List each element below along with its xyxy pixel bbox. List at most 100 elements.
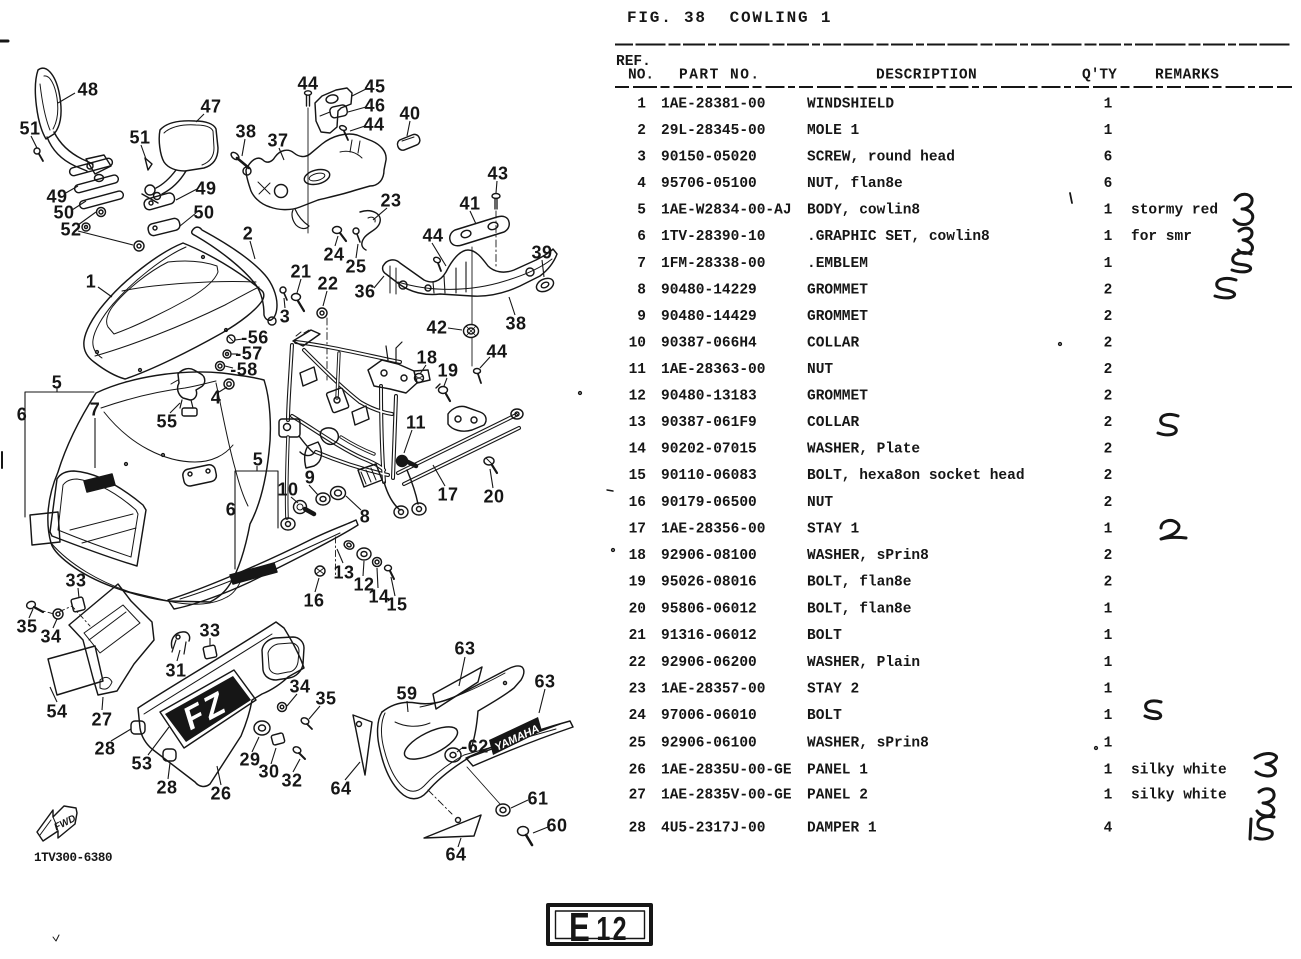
svg-text:20: 20 [629,601,646,617]
svg-text:13: 13 [629,415,646,431]
svg-text:12: 12 [353,575,374,595]
svg-text:50: 50 [53,203,74,223]
svg-text:55: 55 [156,412,177,432]
svg-text:14: 14 [368,587,389,607]
svg-text:1AE-2835U-00-GE: 1AE-2835U-00-GE [661,762,792,778]
svg-text:WASHER, sPrin8: WASHER, sPrin8 [807,736,929,752]
svg-text:PART NO.: PART NO. [679,68,761,84]
svg-text:2: 2 [1104,336,1113,352]
svg-text:silky white: silky white [1131,788,1227,804]
svg-text:2: 2 [1104,309,1113,325]
svg-text:1: 1 [1104,682,1113,698]
svg-text:BOLT: BOLT [807,708,842,724]
svg-text:NUT: NUT [807,362,833,378]
svg-text:PANEL 1: PANEL 1 [807,762,868,778]
svg-text:8: 8 [360,507,371,527]
svg-text:23: 23 [380,191,401,211]
svg-text:9: 9 [637,309,646,325]
svg-text:DESCRIPTION: DESCRIPTION [876,68,977,84]
svg-text:24: 24 [629,708,647,724]
svg-text:44: 44 [363,115,384,135]
svg-text:27: 27 [91,710,112,730]
svg-text:stormy red: stormy red [1131,203,1218,219]
svg-text:25: 25 [629,736,646,752]
svg-text:2: 2 [1104,415,1113,431]
svg-text:35: 35 [315,689,336,709]
svg-text:1AE-W2834-00-AJ: 1AE-W2834-00-AJ [661,203,792,219]
svg-text:4U5-2317J-00: 4U5-2317J-00 [661,821,765,837]
svg-text:DAMPER 1: DAMPER 1 [807,821,877,837]
svg-text:64: 64 [445,845,466,865]
svg-text:-56: -56 [241,328,269,348]
svg-text:Q'TY: Q'TY [1082,68,1117,84]
svg-text:61: 61 [527,789,548,809]
svg-text:92906-06100: 92906-06100 [661,736,757,752]
svg-text:21: 21 [290,262,311,282]
svg-text:19: 19 [629,575,646,591]
svg-text:COLLAR: COLLAR [807,336,860,352]
svg-text:PANEL 2: PANEL 2 [807,788,868,804]
svg-text:2: 2 [1104,548,1113,564]
svg-text:-57: -57 [235,344,263,364]
svg-text:27: 27 [629,788,646,804]
svg-text:10: 10 [277,480,298,500]
svg-text:REF.: REF. [616,54,651,70]
svg-text:.EMBLEM: .EMBLEM [807,256,868,272]
svg-text:.GRAPHIC SET, cowlin8: .GRAPHIC SET, cowlin8 [807,229,990,245]
svg-text:19: 19 [437,361,458,381]
svg-text:90110-06083: 90110-06083 [661,468,757,484]
svg-text:38: 38 [505,314,526,334]
svg-text:14: 14 [629,442,647,458]
svg-text:1: 1 [1104,521,1113,537]
svg-text:34: 34 [289,677,310,697]
svg-text:22: 22 [629,655,646,671]
svg-text:23: 23 [629,682,646,698]
svg-text:3: 3 [280,307,291,327]
svg-text:1: 1 [637,97,646,113]
svg-text:60: 60 [546,816,567,836]
svg-text:47: 47 [200,97,221,117]
svg-text:31: 31 [165,661,186,681]
svg-text:15: 15 [386,595,407,615]
svg-text:26: 26 [210,784,231,804]
svg-text:1: 1 [1104,123,1113,139]
svg-text:11: 11 [629,362,647,378]
svg-text:37: 37 [267,131,288,151]
svg-text:7: 7 [637,256,646,272]
svg-text:53: 53 [131,754,152,774]
svg-text:BOLT, flan8e: BOLT, flan8e [807,575,911,591]
svg-text:2: 2 [1104,282,1113,298]
svg-text:-58: -58 [230,360,258,380]
svg-text:49: 49 [195,179,216,199]
svg-text:44: 44 [297,74,318,94]
svg-text:91316-06012: 91316-06012 [661,628,757,644]
svg-text:35: 35 [16,617,37,637]
svg-text:33: 33 [65,571,86,591]
svg-text:29: 29 [239,750,260,770]
svg-text:1FM-28338-00: 1FM-28338-00 [661,256,765,272]
svg-text:2: 2 [1104,495,1113,511]
svg-text:90202-07015: 90202-07015 [661,442,757,458]
svg-text:SCREW, round head: SCREW, round head [807,150,955,166]
svg-text:36: 36 [354,282,375,302]
svg-text:WINDSHIELD: WINDSHIELD [807,97,894,113]
svg-text:92906-06200: 92906-06200 [661,655,757,671]
svg-text:BOLT: BOLT [807,628,842,644]
svg-text:1TV300-6380: 1TV300-6380 [34,851,112,865]
svg-text:2: 2 [243,224,254,244]
svg-text:silky white: silky white [1131,762,1227,778]
svg-text:5: 5 [637,203,646,219]
svg-text:NO.: NO. [628,68,654,84]
svg-text:9: 9 [305,468,316,488]
svg-text:28: 28 [629,821,646,837]
svg-text:90150-05020: 90150-05020 [661,150,757,166]
svg-text:6: 6 [1104,150,1113,166]
svg-text:48: 48 [77,80,98,100]
svg-text:1: 1 [1104,256,1113,272]
svg-text:59: 59 [396,684,417,704]
svg-text:1: 1 [1104,708,1113,724]
svg-text:29L-28345-00: 29L-28345-00 [661,123,765,139]
svg-text:1: 1 [1104,601,1113,617]
svg-text:15: 15 [629,468,646,484]
svg-text:18: 18 [629,548,646,564]
